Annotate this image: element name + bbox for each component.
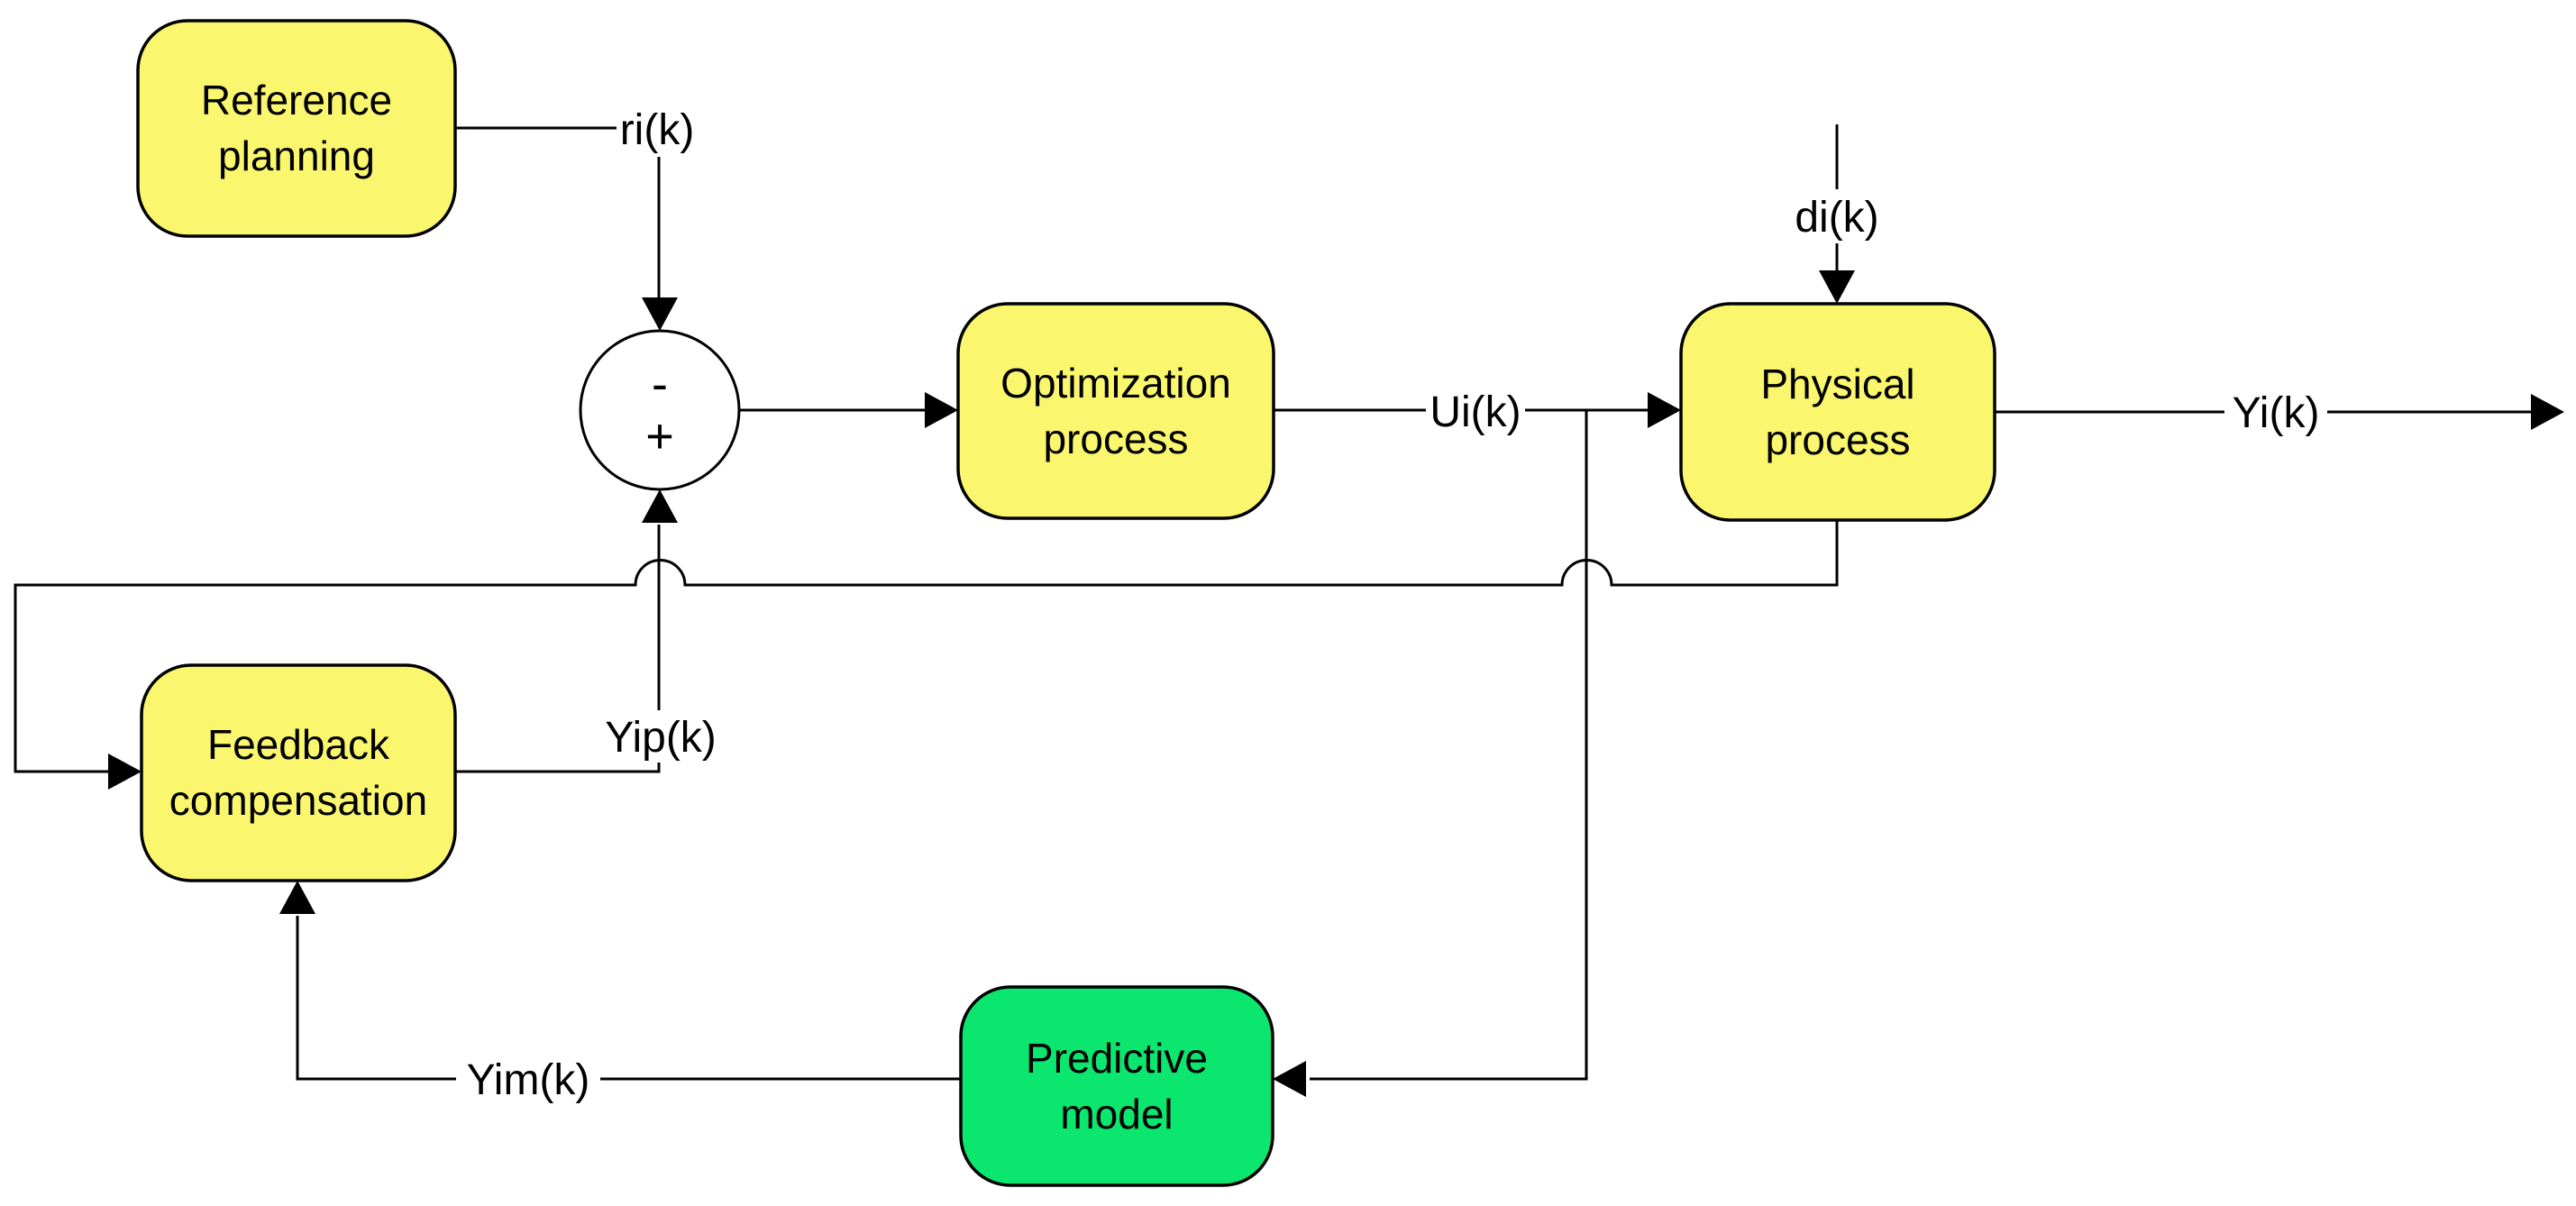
signal-label-predicted-output: Yip(k) [598, 710, 724, 763]
optimization-process-label-line2: process [1043, 416, 1188, 462]
arrowhead-output-right [2531, 394, 2564, 430]
plus-sign: + [645, 409, 674, 463]
arrowhead-into-physical [1648, 392, 1681, 428]
reference-label-mask [617, 101, 699, 157]
reference-planning-box [136, 19, 457, 238]
minus-sign: - [652, 357, 668, 411]
summing-junction: - + [579, 329, 741, 491]
signal-label-model-output: Yim(k) [456, 1053, 600, 1105]
reference-planning-label-line2: planning [218, 132, 375, 179]
feedback-compensation-box [140, 663, 457, 882]
physical-process-box [1679, 302, 1996, 522]
reference-planning-node: Reference planning [136, 19, 457, 238]
summing-junction-circle [579, 329, 741, 491]
output-label-mask [2224, 386, 2327, 438]
connector-predictive-to-feedback [296, 916, 961, 1081]
signal-label-output: Yi(k) [2224, 386, 2327, 438]
model-output-label: Yim(k) [467, 1056, 590, 1104]
feedback-compensation-label-line1: Feedback [207, 721, 390, 768]
arrowhead-into-sum-top [642, 297, 678, 331]
predictive-model-node: Predictive model [959, 985, 1274, 1187]
feedback-compensation-label-line2: compensation [169, 777, 427, 824]
predicted-output-label-mask [598, 710, 724, 763]
arrowhead-into-predictive [1273, 1061, 1306, 1097]
arrowhead-into-feedback-bottom [279, 881, 315, 914]
predictive-model-box [959, 985, 1274, 1187]
control-label: Ui(k) [1430, 388, 1521, 436]
connector-feedback-loop [14, 520, 1839, 773]
connector-feedback-to-sum [455, 525, 661, 773]
physical-process-label-line1: Physical [1760, 361, 1914, 407]
arrowhead-into-optimization [925, 392, 958, 428]
predictive-model-label-line1: Predictive [1026, 1035, 1208, 1082]
disturbance-label: di(k) [1795, 194, 1878, 242]
connector-ui-branch-to-predictive [1310, 410, 1588, 1081]
output-label: Yi(k) [2233, 389, 2320, 437]
optimization-process-box [956, 302, 1275, 520]
signal-label-disturbance: di(k) [1792, 189, 1882, 243]
arrowhead-into-sum-bottom [642, 489, 678, 523]
optimization-process-label-line1: Optimization [1000, 360, 1231, 407]
predicted-output-label: Yip(k) [605, 714, 717, 762]
arrowhead-into-physical-top [1819, 270, 1855, 304]
model-output-label-mask [456, 1053, 600, 1105]
signal-label-control: Ui(k) [1426, 386, 1525, 437]
physical-process-label-line2: process [1765, 416, 1910, 463]
disturbance-label-mask [1792, 189, 1882, 243]
signal-label-reference: ri(k) [617, 101, 699, 157]
arrowhead-into-feedback-left [108, 754, 142, 790]
reference-label: ri(k) [620, 106, 695, 154]
control-label-mask [1426, 386, 1525, 437]
optimization-process-node: Optimization process [956, 302, 1275, 520]
physical-process-node: Physical process [1679, 302, 1996, 522]
predictive-model-label-line2: model [1060, 1091, 1173, 1137]
feedback-compensation-node: Feedback compensation [140, 663, 457, 882]
reference-planning-label-line1: Reference [201, 77, 392, 123]
